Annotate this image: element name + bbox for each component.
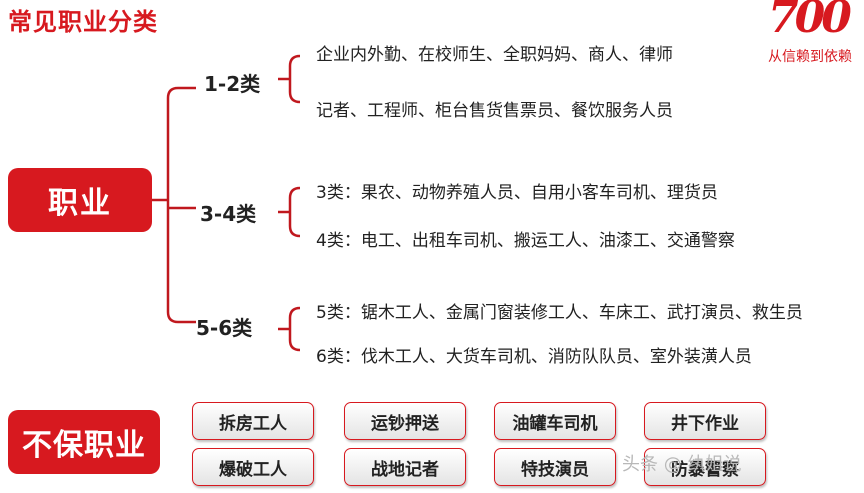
jobs-1-2-line-2: 记者、工程师、柜台售货售票员、餐饮服务人员	[316, 101, 673, 121]
page-title: 常见职业分类	[8, 8, 158, 36]
jobs-5-line: 5类：锯木工人、金属门窗装修工人、车床工、武打演员、救生员	[316, 303, 803, 323]
excluded-item: 运钞押送	[344, 402, 466, 440]
category-5-6: 5-6类	[196, 316, 253, 340]
excluded-item: 爆破工人	[192, 448, 314, 486]
category-1-2: 1-2类	[204, 72, 261, 96]
watermark: 头条 @ 纨姐说	[622, 454, 742, 475]
jobs-4-line: 4类：电工、出租车司机、搬运工人、油漆工、交通警察	[316, 231, 735, 251]
jobs-3-line: 3类：果农、动物养殖人员、自用小客车司机、理货员	[316, 183, 718, 203]
excluded-item: 防暴警察	[644, 448, 766, 486]
brand-logo: 700 从信赖到依赖	[766, 0, 864, 72]
excluded-item: 井下作业	[644, 402, 766, 440]
excluded-item: 拆房工人	[192, 402, 314, 440]
excluded-item: 战地记者	[344, 448, 466, 486]
excluded-occupations-box: 不保职业	[8, 410, 160, 474]
logo-slogan: 从信赖到依赖	[768, 49, 852, 65]
excluded-item: 油罐车司机	[494, 402, 616, 440]
jobs-1-2-line-1: 企业内外勤、在校师生、全职妈妈、商人、律师	[316, 45, 673, 65]
occupation-box: 职业	[8, 168, 152, 232]
jobs-6-line: 6类：伐木工人、大货车司机、消防队队员、室外装潢人员	[316, 347, 752, 367]
excluded-item: 特技演员	[494, 448, 616, 486]
logo-number: 700	[768, 0, 852, 43]
category-3-4: 3-4类	[200, 202, 257, 226]
